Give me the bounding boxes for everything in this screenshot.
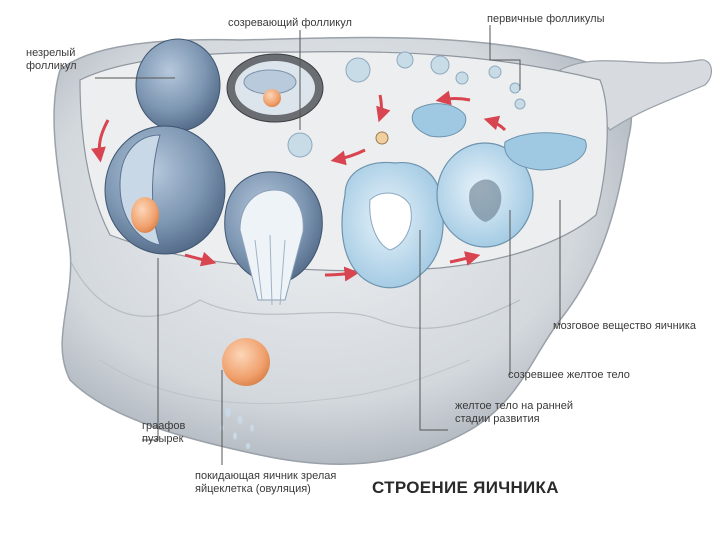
label-graafian-follicle: граафов пузырек	[142, 420, 185, 446]
ovulating-egg	[222, 338, 270, 386]
label-maturing-follicle: созревающий фолликул	[228, 17, 352, 30]
label-ovulation: покидающая яичник зрелая яйцеклетка (ову…	[195, 470, 336, 496]
diagram-title: СТРОЕНИЕ ЯИЧНИКА	[372, 478, 559, 498]
immature-follicle	[136, 39, 220, 131]
graafian-egg	[131, 197, 159, 233]
maturing-follicle	[227, 54, 323, 122]
graafian-follicle	[105, 126, 225, 254]
label-immature-follicle: незрелый фолликул	[26, 47, 77, 73]
label-early-corpus-luteum: желтое тело на ранней стадии развития	[455, 400, 573, 426]
label-primary-follicles: первичные фолликулы	[487, 13, 605, 26]
label-medulla: мозговое вещество яичника	[553, 320, 696, 333]
label-mature-corpus-luteum: созревшее желтое тело	[508, 369, 630, 382]
maturing-egg	[263, 89, 281, 107]
